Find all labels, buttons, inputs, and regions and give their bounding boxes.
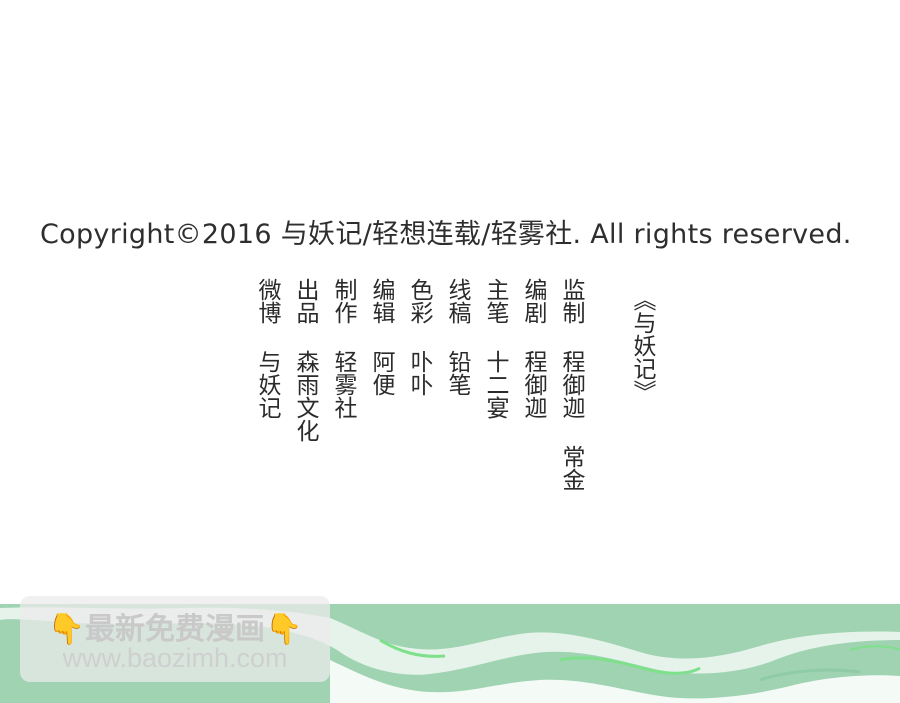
credit-lineart: 线稿 铅笔 [444, 278, 470, 508]
credit-production: 制作 轻雾社 [330, 278, 356, 508]
credit-role: 微博 [254, 278, 280, 324]
credit-role: 编辑 [368, 278, 394, 324]
credit-role: 线稿 [444, 278, 470, 324]
book-title: 《与妖记》 [629, 288, 655, 403]
credit-lead-artist: 主笔 十二宴 [482, 278, 508, 508]
copyright-line: Copyright©2016 与妖记/轻想连载/轻雾社. All rights … [40, 219, 852, 250]
pointing-down-icon: 👇 [47, 612, 85, 647]
credit-role: 色彩 [406, 278, 432, 324]
credit-name: 阿便 [368, 350, 394, 396]
credit-name: 轻雾社 [330, 350, 356, 419]
credit-publisher: 出品 森雨文化 [292, 278, 318, 508]
credit-name: 森雨文化 [292, 350, 318, 442]
credit-role: 编剧 [520, 278, 546, 324]
credit-weibo: 微博 与妖记 [254, 278, 280, 508]
watermark-url: www.baozimh.com [62, 643, 288, 673]
credit-producer: 监制 程御迦 常金 [558, 278, 584, 508]
credit-color: 色彩 卟卟 [406, 278, 432, 508]
credit-role: 出品 [292, 278, 318, 324]
credit-name: 铅笔 [444, 350, 470, 396]
pointing-down-icon: 👇 [265, 612, 303, 647]
credit-name: 卟卟 [406, 350, 432, 396]
credit-name: 十二宴 [482, 350, 508, 419]
credit-role: 监制 [558, 278, 584, 324]
watermark-title-line: 👇最新免费漫画👇 [20, 604, 330, 648]
credit-screenwriter: 编剧 程御迦 [520, 278, 546, 508]
credit-editor: 编辑 阿便 [368, 278, 394, 508]
credit-name: 与妖记 [254, 350, 280, 419]
credits-block: 监制 程御迦 常金 编剧 程御迦 主笔 十二宴 线稿 铅笔 色彩 卟卟 编辑 阿… [254, 278, 584, 508]
credit-role: 制作 [330, 278, 356, 324]
watermark-overlay: 👇最新免费漫画👇 www.baozimh.com [20, 596, 330, 682]
watermark-title: 最新免费漫画 [85, 612, 265, 647]
credit-name: 程御迦 常金 [558, 350, 584, 491]
credit-name: 程御迦 [520, 350, 546, 419]
credit-role: 主笔 [482, 278, 508, 324]
